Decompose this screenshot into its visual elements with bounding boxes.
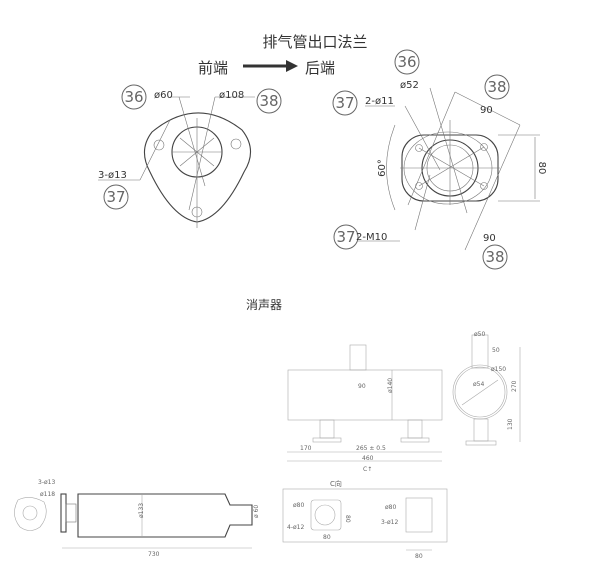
- svg-text:37: 37: [336, 228, 355, 246]
- c-view-title: C向: [330, 479, 342, 488]
- callout-36-left: 36: [121, 84, 147, 110]
- dim-dia-54: ø54: [473, 381, 484, 388]
- label-2-m10: 2-M10: [356, 232, 387, 243]
- dim-90: 90: [358, 383, 366, 390]
- c-dim-80-right: 80: [415, 553, 423, 560]
- dim-3-holes-13: 3-ø13: [38, 479, 55, 486]
- c-dim-4-holes-12: 4-ø12: [287, 524, 304, 531]
- dim-dia-118: ø118: [40, 491, 55, 498]
- label-dim-90-top: 90: [480, 105, 493, 116]
- c-dim-3-holes-12: 3-ø12: [381, 519, 398, 526]
- dim-dia-60: ø 60: [253, 505, 260, 518]
- front-label: 前端: [198, 59, 228, 77]
- c-direction-view: [282, 488, 448, 551]
- muffler-title: 消声器: [246, 298, 282, 312]
- direction-arrow-icon: [243, 60, 298, 72]
- svg-text:37: 37: [106, 188, 125, 206]
- label-dia-52: ø52: [400, 80, 419, 91]
- callout-37-right-top: 37: [332, 90, 358, 116]
- dim-270: 270: [511, 380, 518, 392]
- muffler-side-view: [287, 344, 443, 462]
- dim-dia-150: ø150: [491, 366, 506, 373]
- dim-dia-140: ø140: [387, 378, 394, 393]
- left-flange-view: [98, 96, 255, 228]
- right-flange-view: [355, 87, 540, 251]
- label-dia-108: ø108: [219, 90, 244, 101]
- c-dim-dia-80-left: ø80: [293, 502, 304, 509]
- dim-130: 130: [507, 418, 514, 430]
- label-dia-60: ø60: [154, 90, 173, 101]
- callout-38-right-bottom: 38: [482, 244, 508, 270]
- dim-50: 50: [492, 347, 500, 354]
- dim-265: 265 ± 0.5: [356, 445, 386, 452]
- muffler-long-view: [60, 493, 253, 549]
- rear-label: 后端: [305, 59, 335, 77]
- muffler-end-view: [452, 334, 521, 446]
- callout-38-right-top: 38: [484, 74, 510, 100]
- label-angle-60: 60°: [377, 159, 388, 177]
- label-dim-80: 80: [536, 162, 547, 175]
- svg-text:37: 37: [335, 94, 354, 112]
- label-dim-90-bottom: 90: [483, 233, 496, 244]
- callout-38-left: 38: [256, 88, 282, 114]
- dim-730: 730: [148, 551, 160, 558]
- callout-37-right-bottom: 37: [333, 224, 359, 250]
- c-dim-dia-80-right: ø80: [385, 504, 396, 511]
- svg-text:38: 38: [487, 78, 506, 96]
- label-3-holes-13: 3-ø13: [98, 170, 127, 181]
- dim-460: 460: [362, 455, 374, 462]
- svg-text:38: 38: [259, 92, 278, 110]
- dim-dia-50: ø50: [474, 331, 485, 338]
- svg-text:36: 36: [397, 53, 416, 71]
- svg-text:36: 36: [124, 88, 143, 106]
- dim-170: 170: [300, 445, 312, 452]
- c-dim-80-width: 80: [323, 534, 331, 541]
- c-dim-80-height: 80: [344, 515, 351, 523]
- callout-36-right: 36: [394, 49, 420, 75]
- dim-dia-133: ø133: [138, 503, 145, 518]
- flange-title: 排气管出口法兰: [262, 33, 367, 51]
- small-flange-end-view: [14, 497, 47, 531]
- svg-text:38: 38: [485, 248, 504, 266]
- view-marker-c: C↑: [363, 466, 372, 473]
- callout-37-left: 37: [103, 184, 129, 210]
- label-2-holes-11: 2-ø11: [365, 96, 394, 107]
